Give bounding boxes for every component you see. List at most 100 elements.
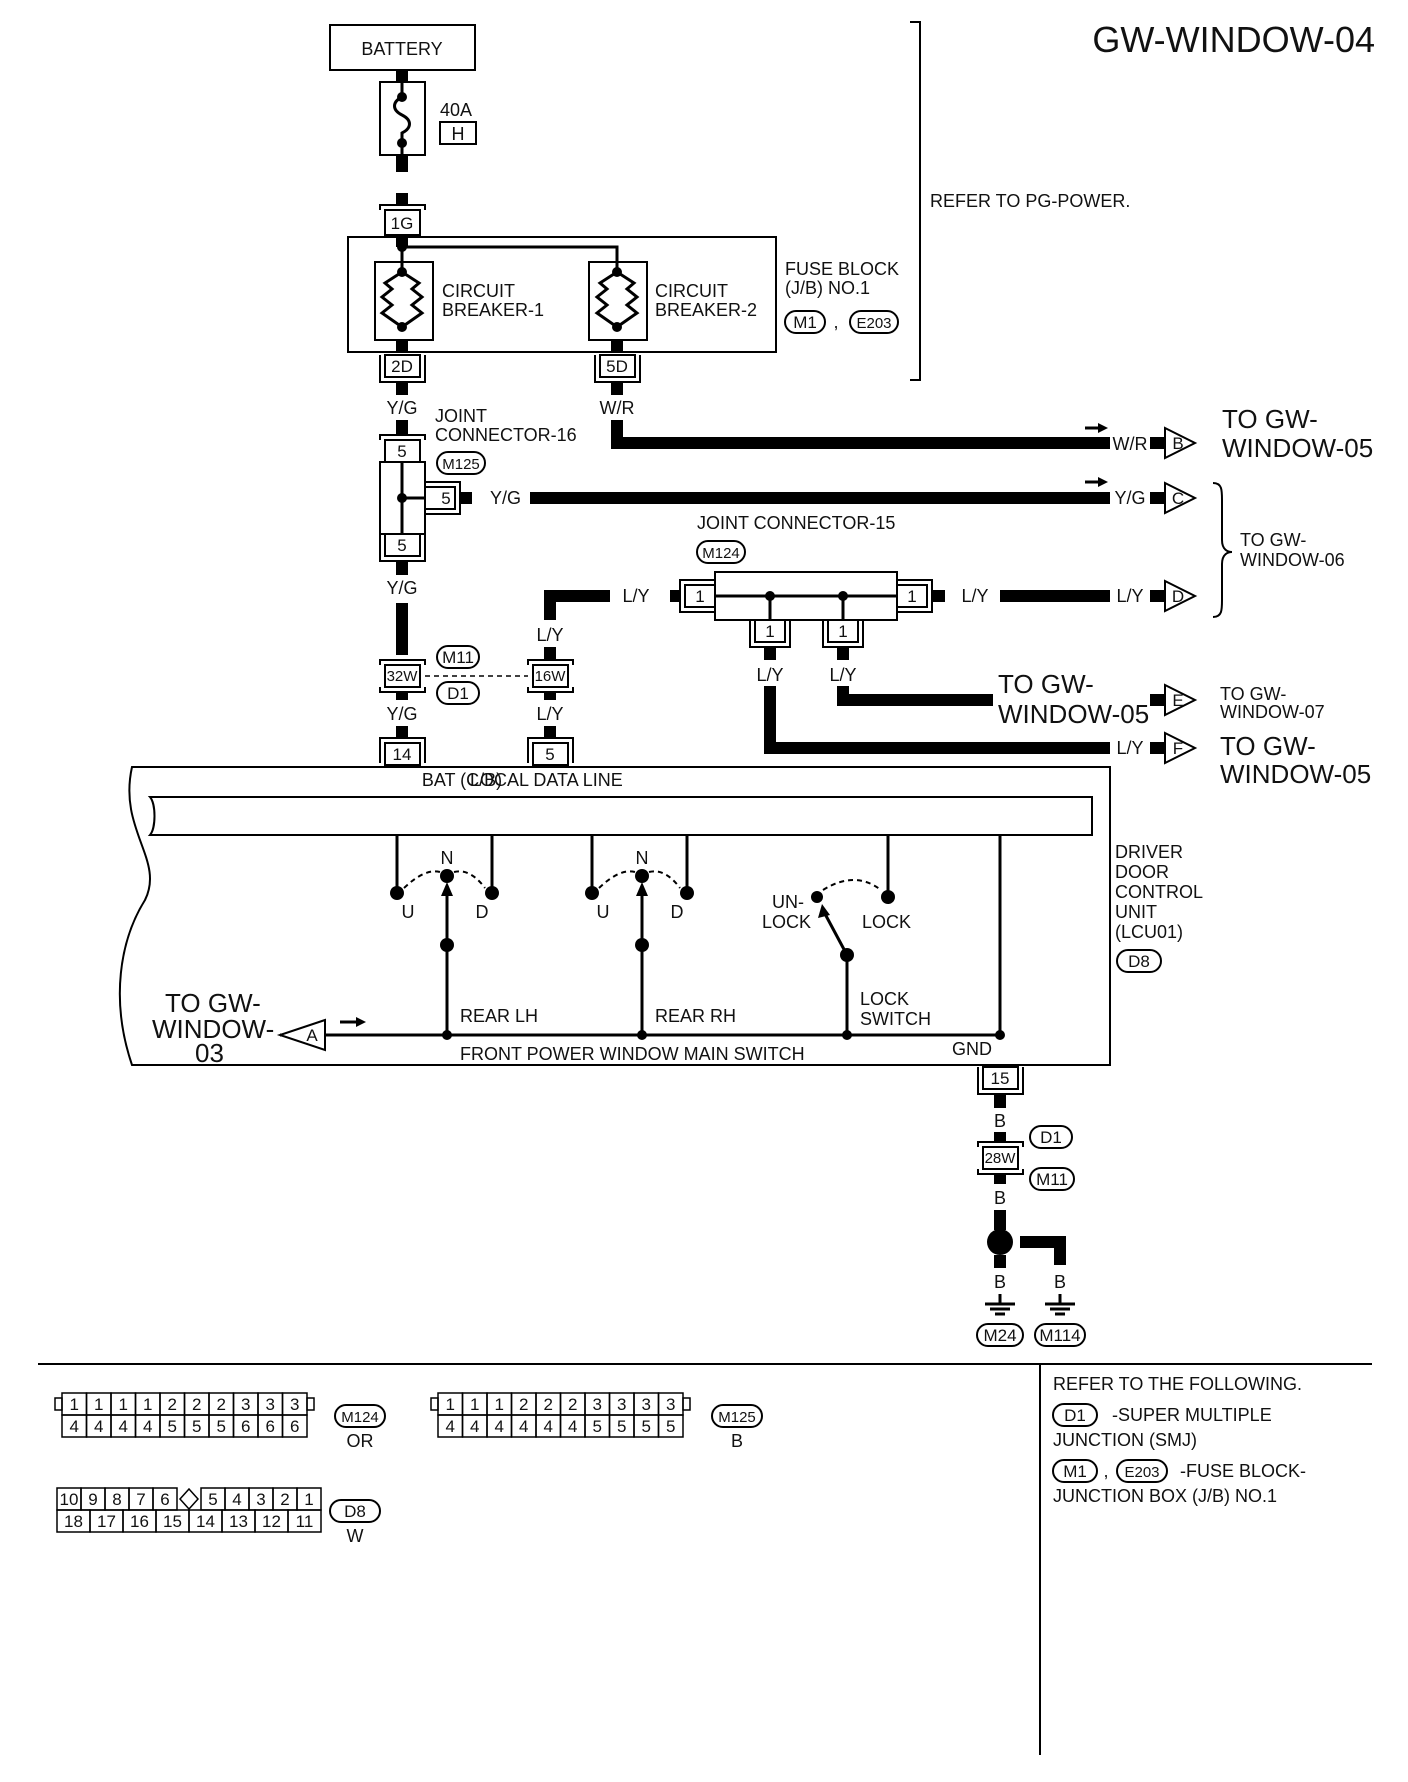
rlh-u-contact	[390, 886, 404, 900]
to-gw-window-03-1: TO GW-	[165, 988, 261, 1018]
connector-f-triangle	[1164, 731, 1198, 765]
pin-16w-box	[532, 664, 569, 688]
face-d8-color: W	[347, 1526, 364, 1546]
connector-c: C	[1172, 489, 1184, 508]
face-m125-r2-2-label: 4	[495, 1417, 504, 1436]
face-d8-key-diamond	[178, 1487, 200, 1511]
conn-d1-oval-2	[1029, 1125, 1073, 1149]
rrh-arc-left	[598, 870, 636, 889]
to-gw-window-06-1: TO GW-	[1240, 530, 1306, 550]
connector-b-triangle	[1164, 426, 1198, 460]
face-m124-tab-right	[306, 1397, 315, 1411]
pin-16w-cap-top	[527, 659, 574, 665]
jc15-right-pin	[896, 584, 928, 608]
lock-arc	[822, 879, 882, 891]
face-m125-r2-8-label: 5	[642, 1417, 651, 1436]
face-m125-r2-5-label: 4	[568, 1417, 577, 1436]
arrow-c-head	[1098, 477, 1108, 487]
legend-m1: M1	[1063, 1462, 1087, 1481]
wire-label-wr-1: W/R	[600, 398, 635, 418]
jc15-bottom-pin-1	[754, 619, 786, 643]
unit-name-4: UNIT	[1115, 902, 1157, 922]
face-m124-tab-left	[54, 1397, 63, 1411]
conn-m11-oval-1	[436, 645, 480, 669]
to-gw-window-03-3: 03	[195, 1038, 224, 1068]
ground-m24-oval	[976, 1323, 1024, 1347]
wire-label-yg-side: Y/G	[490, 488, 521, 508]
connector-a: A	[306, 1026, 318, 1045]
connector-a-triangle	[276, 1018, 326, 1052]
unit-name-2: DOOR	[1115, 862, 1169, 882]
rear-lh-label: REAR LH	[460, 1006, 538, 1026]
conn-e203-oval	[849, 310, 899, 334]
unit-bat-label: BAT (C/B)	[422, 770, 502, 790]
connector-d: D	[1172, 587, 1184, 606]
wire-b-m114	[1020, 1236, 1066, 1265]
lock-label: LOCK	[862, 912, 911, 932]
face-d8-r1-4-label: 6	[160, 1490, 169, 1509]
fuse-dot-bottom	[397, 138, 407, 148]
rrh-n-label: N	[636, 848, 649, 868]
connector-d-triangle	[1164, 579, 1198, 613]
wire-ly-to-f	[764, 686, 1110, 754]
lock-switch-label-2: SWITCH	[860, 1009, 931, 1029]
conn-d8-oval	[1116, 949, 1162, 973]
face-m124-id: M124	[341, 1409, 379, 1426]
face-m125-r2-6-label: 5	[593, 1417, 602, 1436]
face-m125-r2-0-label: 4	[446, 1417, 455, 1436]
cb1-element-left	[379, 270, 403, 329]
pin-15-box	[982, 1066, 1019, 1090]
face-d8-r1-9-label: 2	[280, 1490, 289, 1509]
rrh-d-label: D	[671, 902, 684, 922]
wire-label-b-1: B	[994, 1111, 1006, 1131]
conn-d1-1: D1	[447, 684, 469, 703]
pin-16w: 16W	[535, 668, 567, 685]
jc16-label-2: CONNECTOR-16	[435, 425, 577, 445]
ground-splice	[987, 1229, 1013, 1255]
rrh-n-contact	[635, 869, 649, 883]
legend-e203-oval	[1116, 1459, 1168, 1483]
pin-14-cap	[379, 737, 426, 763]
face-d8-r1-1-label: 9	[88, 1490, 97, 1509]
conn-m1: M1	[793, 313, 817, 332]
face-d8-r2-6-label: 12	[262, 1512, 281, 1531]
face-m124-oval	[334, 1404, 386, 1428]
wire-label-ly-f: L/Y	[1116, 738, 1143, 758]
rlh-n-label: N	[441, 848, 454, 868]
conn-comma: ,	[833, 312, 838, 332]
refer-bracket	[910, 21, 921, 381]
jc16-bottom-pin	[384, 533, 421, 557]
face-m124-r1-6-label: 2	[217, 1395, 226, 1414]
legend-e203: E203	[1124, 1464, 1159, 1481]
battery-label: BATTERY	[361, 39, 442, 59]
face-d8-r2-1-label: 17	[97, 1512, 116, 1531]
face-m124-r2-6-label: 5	[217, 1417, 226, 1436]
rrh-d-contact	[680, 886, 694, 900]
unlock-label-1: UN-	[772, 892, 804, 912]
face-d8-r2-3-label: 15	[163, 1512, 182, 1531]
face-d8-r1-0-label: 10	[60, 1490, 79, 1509]
cb2-element-right	[616, 270, 640, 329]
face-d8-r1-7-label: 4	[232, 1490, 241, 1509]
jc15-right-pin-label: 1	[907, 587, 916, 606]
unit-internal-bus	[147, 796, 1093, 836]
pin-15: 15	[991, 1069, 1010, 1088]
cb2-label-1: CIRCUIT	[655, 281, 728, 301]
rlh-d-contact	[485, 886, 499, 900]
jc15-bottom-pin-1-label: 1	[765, 622, 774, 641]
ground-m24: M24	[983, 1326, 1016, 1345]
face-m124-r2-5-label: 5	[192, 1417, 201, 1436]
face-m124-r2-3-label: 4	[143, 1417, 152, 1436]
conn-m125-oval	[436, 451, 486, 475]
to-gw-window-05-f-2: WINDOW-05	[1220, 759, 1371, 789]
jc16-side-pin-label: 5	[441, 489, 450, 508]
face-m125-r1-1-label: 1	[470, 1395, 479, 1414]
jc16-label-1: JOINT	[435, 406, 487, 426]
wire-label-wr-2: W/R	[1113, 434, 1148, 454]
pin-14: 14	[393, 745, 412, 764]
pin-5: 5	[545, 745, 554, 764]
rlh-n-contact	[440, 869, 454, 883]
face-d8-r1-10-label: 1	[304, 1490, 313, 1509]
connector-f: F	[1173, 739, 1183, 758]
